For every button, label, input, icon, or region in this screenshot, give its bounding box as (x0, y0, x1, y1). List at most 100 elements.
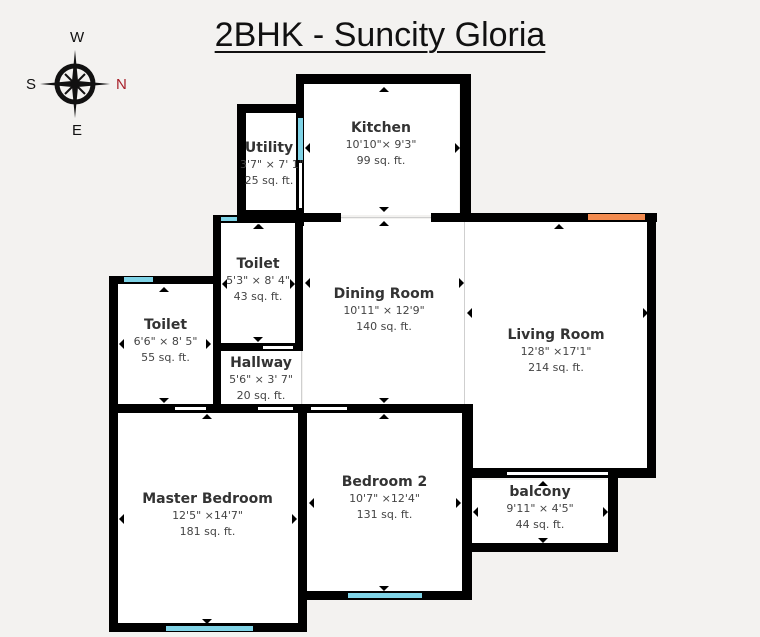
room-hallway (221, 351, 301, 405)
title-text: 2BHK - Suncity Gloria (214, 16, 546, 54)
room-name: Kitchen (350, 120, 412, 136)
label-master-bedroom: Master Bedroom 12'5" ×14'7" 181 sq. ft. (117, 491, 298, 540)
room-name: Bedroom 2 (341, 474, 428, 490)
arrow-icon (459, 278, 464, 288)
wall (296, 213, 341, 222)
main-entrance-door (588, 214, 645, 220)
room-bedroom-2 (307, 413, 462, 591)
wall (109, 276, 221, 284)
arrow-icon (253, 337, 263, 342)
arrow-icon (603, 507, 608, 517)
arrow-icon (456, 498, 461, 508)
room-name: balcony (509, 484, 571, 500)
arrow-icon (305, 278, 310, 288)
room-area: 131 sq. ft. (356, 508, 413, 521)
room-name: Utility (244, 140, 294, 156)
compass-rose-icon (40, 50, 110, 118)
door-toilet-upper (263, 346, 293, 349)
wall (647, 213, 656, 478)
room-name: Hallway (230, 355, 292, 371)
compass-west-label: W (70, 29, 85, 46)
room-dimensions: 9'11" × 4'5" (506, 502, 574, 515)
label-utility: Utility 3'7" × 7' 1" 25 sq. ft. (240, 140, 304, 189)
room-area: 55 sq. ft. (141, 351, 190, 364)
wall (295, 222, 303, 350)
label-balcony: balcony 9'11" × 4'5" 44 sq. ft. (472, 484, 608, 533)
arrow-icon (206, 339, 211, 349)
arrow-icon (119, 514, 124, 524)
page-title: 2BHK - Suncity Gloria (0, 16, 760, 55)
room-master-bedroom (117, 413, 298, 623)
door-bedroom-2 (311, 407, 347, 410)
arrow-icon (379, 586, 389, 591)
partition-kitchen-dining (340, 217, 432, 218)
arrow-icon (455, 143, 460, 153)
wall (463, 543, 618, 552)
window (166, 626, 253, 631)
wall (298, 404, 307, 632)
room-area: 25 sq. ft. (244, 174, 294, 187)
wall (213, 343, 303, 351)
room-name: Toilet (236, 256, 280, 272)
wall (462, 404, 472, 600)
arrow-icon (554, 224, 564, 229)
label-dining-room: Dining Room 10'11" × 12'9" 140 sq. ft. (303, 286, 465, 335)
arrow-icon (309, 498, 314, 508)
room-dimensions: 10'11" × 12'9" (343, 304, 425, 317)
room-dimensions: 5'6" × 3' 7" (229, 373, 293, 386)
wall (460, 74, 471, 222)
arrow-icon (379, 87, 389, 92)
arrow-icon (305, 143, 310, 153)
room-balcony (472, 480, 608, 543)
wall (237, 104, 246, 220)
room-area: 214 sq. ft. (528, 361, 584, 374)
arrow-icon (473, 507, 478, 517)
room-name: Living Room (507, 327, 605, 343)
door-toilet-left (175, 407, 206, 410)
window (298, 118, 303, 160)
wall (296, 74, 471, 84)
arrow-icon (379, 207, 389, 212)
wall (237, 210, 303, 219)
wall (608, 470, 618, 552)
arrow-icon (292, 514, 297, 524)
label-bedroom-2: Bedroom 2 10'7" ×12'4" 131 sq. ft. (307, 474, 462, 523)
arrow-icon (159, 287, 169, 292)
compass-east-label: E (72, 122, 83, 139)
door-utility (299, 163, 302, 208)
compass: W S N E (20, 25, 140, 140)
arrow-icon (290, 279, 295, 289)
compass-south-label: S (26, 76, 37, 93)
label-toilet-upper: Toilet 5'3" × 8' 4" 43 sq. ft. (221, 256, 295, 305)
door-master-bedroom (258, 407, 293, 410)
room-dimensions: 5'3" × 8' 4" (226, 274, 290, 287)
wall (213, 215, 303, 223)
room-name: Toilet (143, 317, 188, 333)
arrow-icon (159, 398, 169, 403)
wall (431, 213, 657, 222)
label-hallway: Hallway 5'6" × 3' 7" 20 sq. ft. (221, 355, 301, 404)
partition-dining-living (464, 219, 465, 405)
window (348, 593, 422, 598)
window (124, 277, 153, 282)
room-area: 99 sq. ft. (356, 154, 406, 167)
room-area: 43 sq. ft. (233, 290, 283, 303)
compass-north-label: N (116, 76, 127, 93)
room-area: 44 sq. ft. (515, 518, 565, 531)
room-dining (303, 219, 465, 405)
room-kitchen (303, 83, 459, 215)
arrow-icon (379, 414, 389, 419)
room-living (465, 221, 647, 468)
room-dimensions: 12'5" ×14'7" (172, 509, 243, 522)
wall (237, 104, 303, 113)
room-dimensions: 10'10"× 9'3" (345, 138, 417, 151)
room-name: Master Bedroom (142, 491, 273, 507)
label-kitchen: Kitchen 10'10"× 9'3" 99 sq. ft. (303, 120, 459, 169)
room-utility (246, 113, 298, 210)
arrow-icon (538, 538, 548, 543)
arrow-icon (202, 619, 212, 624)
arrow-icon (119, 339, 124, 349)
room-area: 20 sq. ft. (236, 389, 286, 402)
arrow-icon (253, 224, 263, 229)
room-area: 140 sq. ft. (356, 320, 412, 333)
